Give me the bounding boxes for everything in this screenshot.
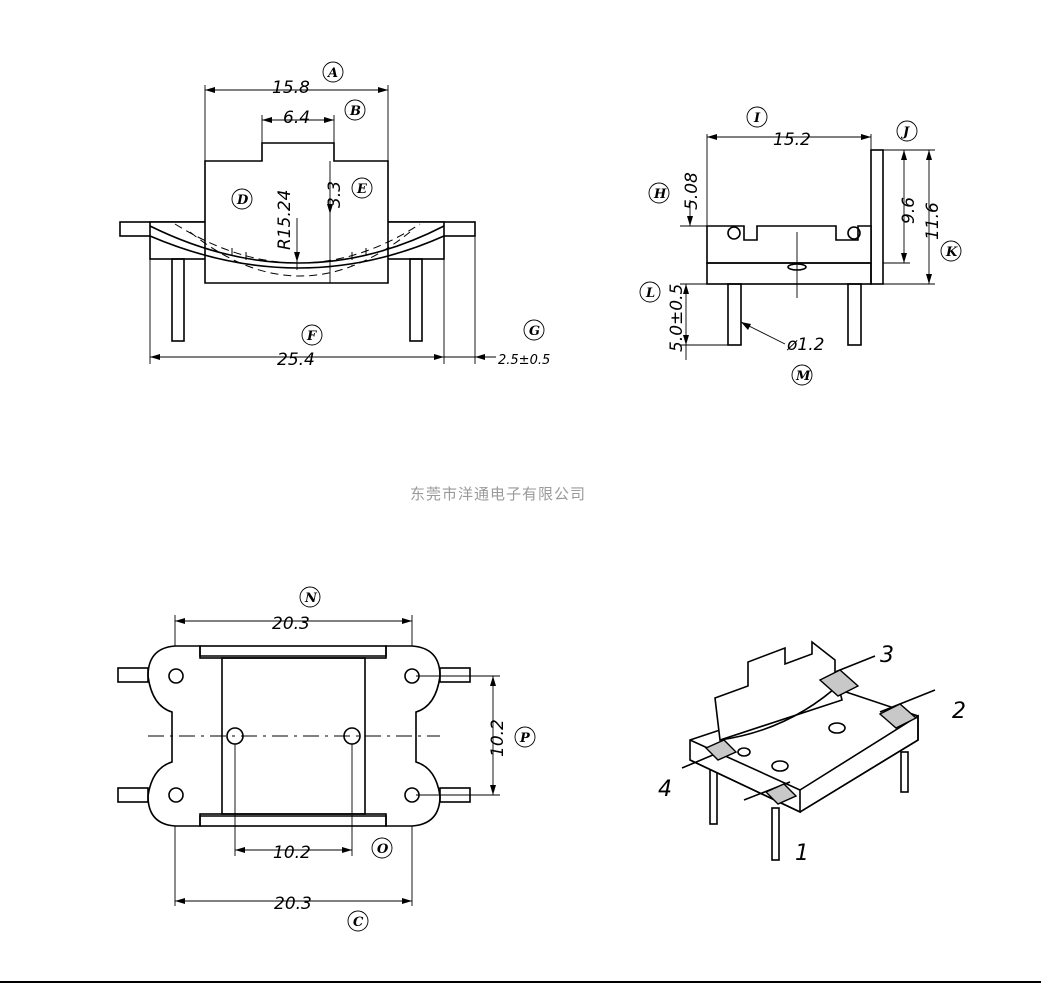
top-hole-ul [168, 668, 184, 684]
svg-text:F: F [306, 329, 317, 344]
pin-label-4: 4 [658, 777, 672, 802]
top-stub-ul [117, 667, 149, 683]
svg-text:J: J [900, 125, 910, 140]
side-base [706, 225, 872, 264]
iso-base-front [689, 739, 801, 814]
pin-label-3: 3 [880, 643, 894, 668]
dim-top-width: 20.3 [272, 614, 310, 634]
iso-hole-3 [737, 747, 751, 757]
dim-wall-height: 9.6 [899, 197, 919, 224]
dim-total-height: 11.6 [923, 202, 943, 240]
dim-notch-width: 6.4 [283, 108, 310, 128]
dim-pin-tol: 2.5±0.5 [498, 353, 550, 368]
svg-text:N: N [304, 591, 318, 606]
svg-text:G: G [529, 324, 540, 339]
top-view: 20.3 10.2 10.2 20.3 N P O C [117, 586, 536, 932]
iso-pin-2 [879, 689, 936, 713]
iso-pin-3 [834, 655, 876, 673]
label-H: H [648, 182, 670, 204]
label-I: I [746, 106, 768, 128]
dim-inner-pin-spacing: 10.2 [273, 843, 311, 863]
side-wall [870, 149, 884, 285]
side-pin-end-right [847, 226, 861, 240]
dim-inner-width: 15.2 [773, 130, 811, 150]
label-G: G [523, 319, 545, 341]
label-A: A [322, 61, 344, 83]
front-hidden-arc-1 [174, 223, 421, 264]
label-N: N [299, 586, 321, 608]
iso-clip-back [818, 669, 860, 697]
svg-text:A: A [326, 66, 338, 81]
svg-text:C: C [353, 915, 364, 930]
svg-text:E: E [356, 182, 368, 197]
top-stub-ll [117, 787, 149, 803]
iso-clip-left [704, 739, 738, 761]
front-saddle-inner [149, 235, 445, 269]
top-stub-ur [439, 667, 471, 683]
label-F: F [301, 324, 323, 346]
pin-label-2: 2 [952, 699, 966, 724]
svg-text:K: K [945, 245, 958, 260]
svg-text:O: O [377, 842, 389, 857]
top-hole-ll [168, 787, 184, 803]
svg-text:P: P [519, 731, 531, 746]
iso-pin-leg-1 [709, 769, 718, 825]
dim-radius: R15.24 [275, 190, 295, 250]
front-pin-left [171, 258, 185, 342]
iso-base-side [799, 714, 919, 813]
dim-pin-row-spacing: 10.2 [488, 719, 508, 757]
iso-wall [714, 640, 843, 742]
iso-hole-1 [828, 722, 846, 734]
dim-notch-depth: 3.3 [325, 181, 345, 208]
iso-pin-leg-3 [900, 751, 909, 793]
side-pin-right [847, 283, 862, 346]
pin-label-1: 1 [795, 841, 809, 866]
svg-text:H: H [653, 187, 667, 202]
label-E: E [351, 177, 373, 199]
dim-width-top: 15.8 [272, 78, 310, 98]
dim-pin-length: 5.0±0.5 [667, 284, 687, 352]
dim-base-height: 5.08 [682, 172, 702, 210]
svg-text:D: D [236, 193, 249, 208]
label-J: J [896, 120, 918, 142]
side-pin-left [727, 283, 742, 346]
side-pin-end-left [727, 226, 741, 240]
label-K: K [940, 240, 962, 262]
label-D: D [231, 188, 253, 210]
iso-pin-leg-2 [771, 807, 780, 861]
svg-text:I: I [753, 111, 761, 126]
label-P: P [514, 726, 536, 748]
dim-overall-width: 25.4 [277, 350, 315, 370]
label-B: B [344, 99, 366, 121]
front-pin-right [409, 258, 423, 342]
svg-text:L: L [645, 286, 655, 301]
iso-hole-2 [771, 760, 789, 772]
label-O: O [371, 837, 393, 859]
side-view: 15.2 5.08 9.6 11.6 5.0±0.5 ø1.2 I J H K [639, 106, 962, 386]
label-L: L [639, 281, 661, 303]
label-M: M [791, 364, 813, 386]
svg-text:B: B [349, 104, 361, 119]
iso-clip-right [878, 703, 918, 729]
iso-clip-front [764, 783, 798, 805]
dim-pin-diameter: ø1.2 [786, 335, 824, 355]
label-C: C [347, 910, 369, 932]
front-hidden-arc-2 [189, 231, 411, 277]
side-lower [706, 262, 872, 285]
front-view: 15.8 6.4 R15.24 3.3 25.4 2.5±0.5 A B D E… [119, 61, 550, 370]
iso-saddle-curve [719, 681, 843, 741]
svg-text:M: M [795, 369, 811, 384]
iso-view: 1 2 3 4 [658, 640, 966, 866]
dim-bottom-width: 20.3 [274, 894, 312, 914]
company-name: 东莞市洋通电子有限公司 [410, 485, 586, 503]
